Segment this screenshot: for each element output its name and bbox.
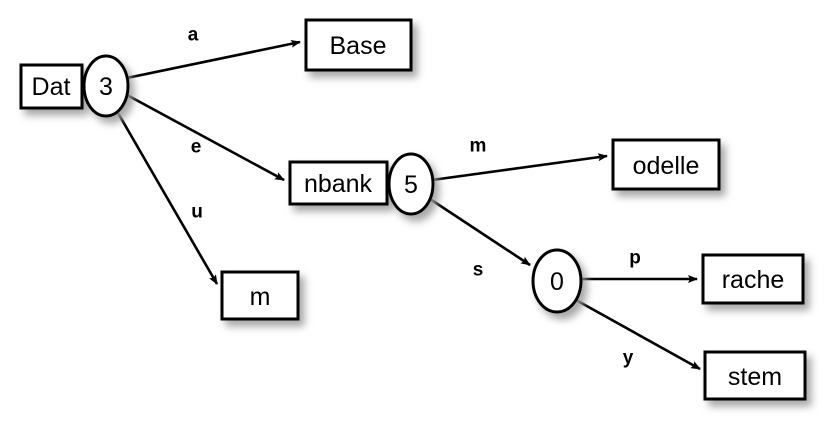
node-label-0: 0 — [550, 268, 564, 296]
state-ellipse-5[interactable] — [387, 152, 435, 216]
node-nbank-state[interactable] — [288, 152, 435, 216]
node-label-base: Base — [330, 32, 387, 60]
edge-label-s: s — [473, 260, 484, 281]
edge-label-u: u — [191, 202, 203, 223]
edge-label-e: e — [191, 137, 202, 158]
node-dat-state[interactable] — [19, 54, 130, 118]
node-odelle[interactable] — [611, 138, 721, 191]
edge-label-a: a — [188, 25, 199, 46]
state-ellipse-3[interactable] — [82, 54, 130, 118]
node-label-nbank: nbank — [304, 170, 373, 198]
node-zero-state[interactable] — [531, 248, 583, 314]
node-box-nbank[interactable] — [288, 160, 389, 206]
node-label-m: m — [250, 283, 271, 311]
state-ellipse-0[interactable] — [531, 248, 583, 314]
node-rache[interactable] — [701, 253, 805, 305]
node-label-odelle: odelle — [633, 152, 700, 180]
node-label-rache: rache — [722, 266, 785, 294]
edge-label-p: p — [629, 248, 641, 269]
edges-layer — [116, 39, 701, 371]
node-box-stem[interactable] — [703, 350, 807, 401]
edge-y-line — [575, 298, 701, 371]
edge-s-line — [429, 197, 531, 267]
edge-e-line — [126, 93, 285, 182]
node-label-dat: Dat — [32, 73, 71, 101]
edge-u-line — [116, 112, 219, 285]
edge-label-m: m — [470, 136, 487, 157]
node-box-odelle[interactable] — [611, 138, 721, 191]
edge-m-line — [431, 153, 608, 182]
node-box-base[interactable] — [304, 18, 413, 72]
node-base[interactable] — [304, 18, 413, 72]
node-m[interactable] — [220, 270, 300, 321]
edge-a-line — [126, 39, 301, 80]
node-stem[interactable] — [703, 350, 807, 401]
node-box-dat[interactable] — [19, 63, 84, 110]
edge-labels-layer: a e u m s p y — [188, 25, 641, 369]
node-label-5: 5 — [404, 171, 418, 199]
node-label-3: 3 — [99, 73, 113, 101]
node-label-stem: stem — [728, 363, 782, 391]
edge-label-y: y — [623, 348, 634, 369]
node-box-rache[interactable] — [701, 253, 805, 305]
node-box-m[interactable] — [220, 270, 300, 321]
